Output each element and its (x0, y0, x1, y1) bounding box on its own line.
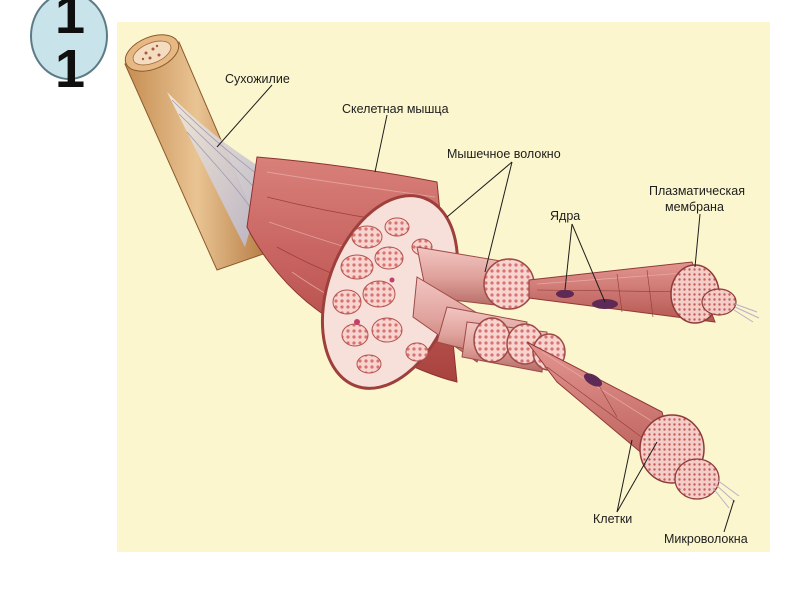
label-skeletal-muscle: Скелетная мышца (342, 102, 449, 117)
label-plasma-membrane-line2: мембрана (665, 200, 724, 215)
label-microfibrils: Микроволокна (664, 532, 748, 547)
label-nuclei: Ядра (550, 209, 580, 224)
slide-number: 1 1 (40, 0, 100, 96)
figure-panel: Сухожилие Скелетная мышца Мышечное волок… (117, 22, 770, 552)
label-tendon: Сухожилие (225, 72, 290, 87)
label-cells: Клетки (593, 512, 632, 527)
upper-muscle-cell (529, 262, 759, 323)
label-plasma-membrane-line1: Плазматическая (649, 184, 745, 199)
label-muscle-fiber: Мышечное волокно (447, 147, 561, 162)
